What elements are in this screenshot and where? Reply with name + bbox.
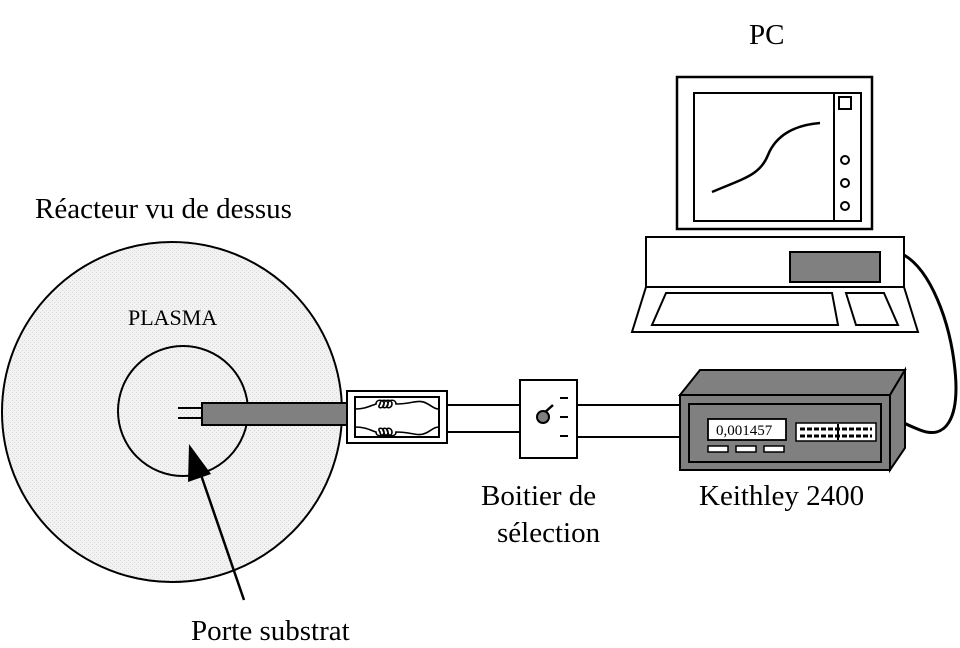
keithley-2400: 0,001457 [677,366,907,474]
computer-base [645,236,905,288]
boitier-label-line2: sélection [497,517,601,549]
feedthrough-box [346,390,448,444]
pc-computer: PC [630,19,920,333]
lower-coil-wire [354,426,440,437]
keithley-key-1 [707,445,729,453]
monitor-knob-3 [840,201,850,211]
monitor-knob-2 [840,178,850,188]
monitor [675,75,874,231]
keithley-label: Keithley 2400 [699,480,864,512]
pc-label: PC [749,19,784,51]
substrate-arm [201,402,349,426]
porte-substrat-arrow [188,444,246,601]
plasma-label: PLASMA [128,305,217,330]
keithley-key-2 [735,445,757,453]
keithley-display [707,418,787,441]
porte-substrat-label: Porte substrat [191,615,350,647]
keithley-button-bank [795,422,877,442]
reactor-title: Réacteur vu de dessus [35,193,292,225]
selector-knob [536,410,550,424]
keithley-display-value: 0,001457 [716,423,773,439]
keithley-key-3 [763,445,785,453]
monitor-knob-1 [840,155,850,165]
selection-box [519,379,578,459]
upper-coil-wire [354,399,440,410]
screen-curve [711,121,821,194]
boitier-label-line1: Boitier de [481,480,596,512]
keyboard [630,286,920,333]
drive-panel [789,251,881,283]
reactor: PLASMA [1,241,349,583]
